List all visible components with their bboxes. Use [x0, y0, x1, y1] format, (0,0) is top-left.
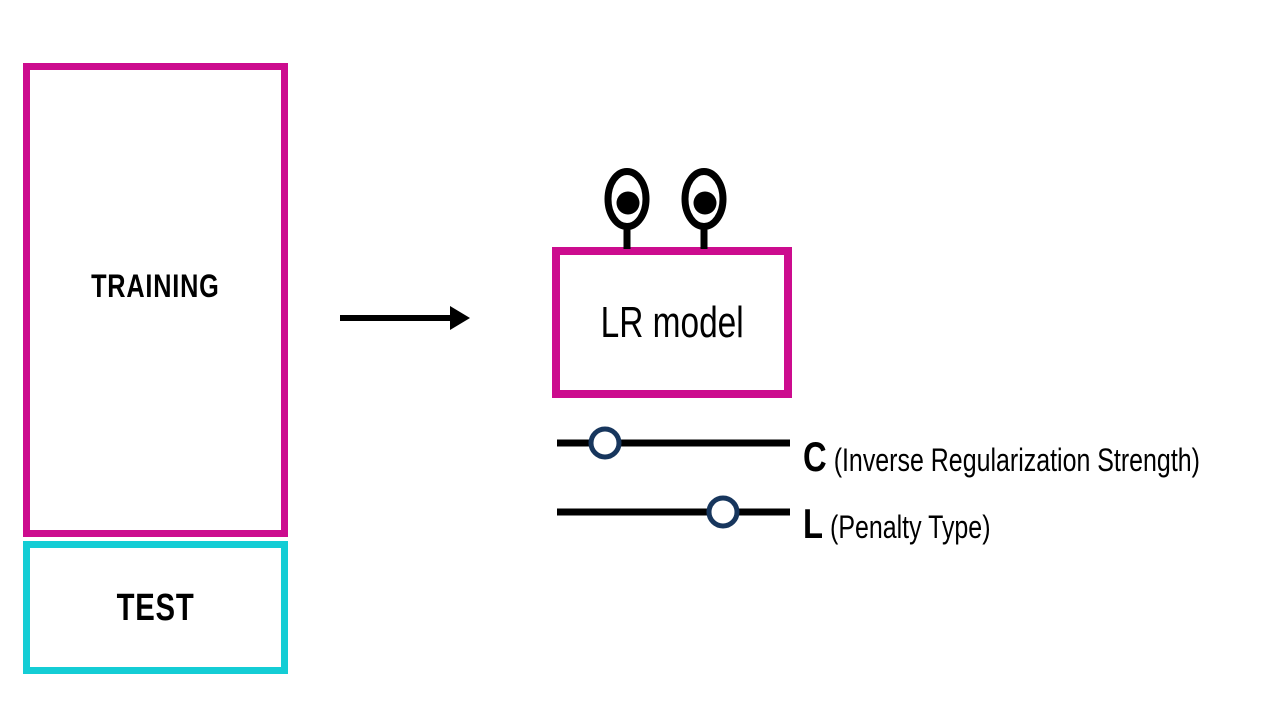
right-arrow-icon: [340, 306, 470, 330]
training-box: TRAINING: [23, 63, 288, 537]
slider-c-description: (Inverse Regularization Strength): [833, 442, 1200, 478]
slider-l: [557, 495, 790, 529]
slider-l-label: L(Penalty Type): [803, 500, 991, 548]
right-eye-icon: [681, 168, 727, 249]
test-label: TEST: [116, 586, 195, 629]
slider-c-thumb[interactable]: [588, 426, 622, 460]
slider-l-thumb[interactable]: [706, 495, 740, 529]
slider-l-key: L: [803, 500, 824, 547]
slider-c-key: C: [803, 433, 827, 480]
googly-eyes-icon: [604, 168, 727, 249]
training-label: TRAINING: [91, 268, 220, 304]
slider-c: [557, 426, 790, 460]
lr-model-label: LR model: [600, 297, 744, 347]
slider-l-description: (Penalty Type): [830, 509, 991, 545]
slider-c-label: C(Inverse Regularization Strength): [803, 433, 1200, 481]
test-box: TEST: [23, 541, 288, 674]
lr-model-box: LR model: [552, 247, 792, 398]
left-eye-icon: [604, 168, 650, 249]
